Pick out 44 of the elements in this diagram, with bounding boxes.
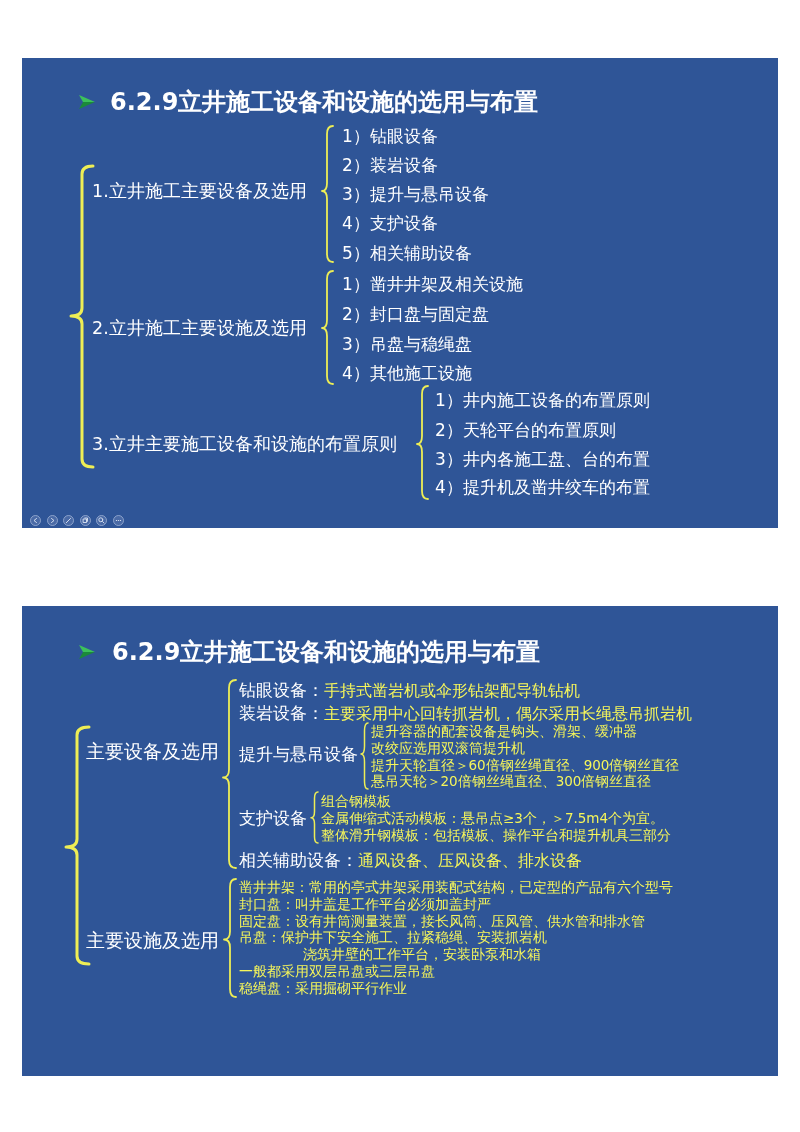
list-item: 2）天轮平台的布置原则 — [435, 419, 616, 441]
item-label: 支护设备 — [239, 807, 308, 828]
list-item: 4）支护设备 — [342, 212, 438, 234]
item-label: 提升与悬吊设备 — [239, 743, 359, 765]
slide-panel — [22, 58, 778, 528]
slide-title: 6.2.9立井施工设备和设施的选用与布置 — [110, 87, 539, 116]
section-heading: 主要设施及选用 — [85, 928, 219, 951]
list-item: 1）井内施工设备的布置原则 — [435, 389, 650, 411]
list-item: 4）其他施工设施 — [342, 362, 472, 384]
list-item: 2）装岩设备 — [342, 154, 438, 176]
section-heading: 主要设备及选用 — [85, 739, 219, 763]
detail-line: 改绞应选用双滚筒提升机 — [370, 739, 525, 756]
item-description: 主要采用中心回转抓岩机，偶尔采用长绳悬吊抓岩机 — [324, 705, 693, 724]
item-description: 手持式凿岩机或伞形钻架配导轨钻机 — [324, 681, 581, 701]
detail-line: 一般都采用双层吊盘或三层吊盘 — [239, 962, 436, 980]
list-item: 3）提升与悬吊设备 — [342, 183, 489, 205]
slide-title: 6.2.9立井施工设备和设施的选用与布置 — [112, 637, 541, 666]
detail-line: 提升容器的配套设备是钩头、滑架、缓冲器 — [370, 723, 637, 740]
section-heading: 1.立井施工主要设备及选用 — [92, 180, 307, 202]
detail-line: 吊盘：保护井下安全施工、拉紧稳绳、安装抓岩机 — [239, 929, 548, 946]
slide-panel — [22, 606, 778, 1076]
section-heading: 3.立井主要施工设备和设施的布置原则 — [92, 433, 397, 455]
detail-line: 固定盘：设有井筒测量装置，接长风筒、压风管、供水管和排水管 — [239, 912, 646, 929]
list-item: 4）提升机及凿井绞车的布置 — [435, 476, 650, 498]
item-label: 装岩设备： — [239, 703, 325, 724]
list-item: 1）凿井井架及相关设施 — [342, 273, 523, 295]
list-item: 1）钻眼设备 — [342, 125, 438, 146]
item-label: 钻眼设备： — [239, 679, 325, 701]
detail-line: 浇筑井壁的工作平台，安装卧泵和水箱 — [303, 946, 541, 963]
detail-line: 悬吊天轮＞20倍钢丝绳直径、300倍钢丝直径 — [370, 772, 652, 790]
item-label: 相关辅助设备： — [239, 850, 359, 871]
list-item: 3）井内各施工盘、台的布置 — [435, 448, 650, 470]
list-item: 5）相关辅助设备 — [342, 242, 472, 264]
detail-line: 提升天轮直径＞60倍钢丝绳直径、900倍钢丝直径 — [370, 756, 680, 773]
detail-line: 稳绳盘：采用掘砌平行作业 — [239, 979, 408, 997]
detail-line: 金属伸缩式活动模板：悬吊点≥3个，＞7.5m4个为宜。 — [321, 809, 665, 826]
detail-line: 凿井井架：常用的亭式井架采用装配式结构，已定型的产品有六个型号 — [239, 879, 674, 896]
detail-line: 组合钢模板 — [321, 792, 391, 809]
list-item: 2）封口盘与固定盘 — [342, 303, 489, 325]
item-description: 通风设备、压风设备、排水设备 — [358, 852, 583, 871]
section-heading: 2.立井施工主要设施及选用 — [92, 317, 307, 339]
detail-line: 封口盘：叫井盖是工作平台必须加盖封严 — [239, 895, 492, 912]
detail-line: 整体滑升钢模板：包括模板、操作平台和提升机具三部分 — [321, 826, 671, 843]
list-item: 3）吊盘与稳绳盘 — [342, 333, 472, 355]
